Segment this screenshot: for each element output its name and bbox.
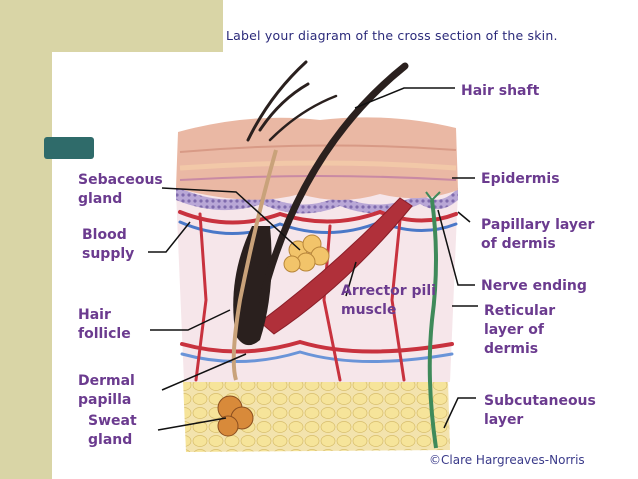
leader-arrector <box>345 261 357 297</box>
leader-nerve <box>437 209 475 286</box>
leader-subcutaneous <box>443 397 476 429</box>
label-hair-follicle: Hair follicle <box>78 307 131 342</box>
label-epidermis: Epidermis <box>481 171 560 187</box>
leader-lines <box>148 87 478 431</box>
teal-accent-tab <box>44 137 94 159</box>
arrector-pili-muscle <box>259 197 413 335</box>
hair-shafts <box>246 60 409 304</box>
nerve-fiber <box>427 199 438 449</box>
thin-hair <box>231 149 278 381</box>
leader-blood <box>148 221 191 253</box>
label-reticular-layer: Reticular layer of dermis <box>484 303 556 357</box>
label-dermal-papilla: Dermal papilla <box>78 373 135 408</box>
basal-layer <box>176 186 458 214</box>
label-sweat-gland: Sweat gland <box>88 413 137 448</box>
blood-vessels <box>178 209 458 382</box>
credit-text: ©Clare Hargreaves-Norris <box>429 453 585 467</box>
leader-sebaceous <box>161 187 301 251</box>
subcutaneous-fat <box>183 380 450 452</box>
label-nerve-ending: Nerve ending <box>481 278 587 294</box>
leader-papilla <box>161 353 247 391</box>
olive-top-band <box>0 0 223 52</box>
label-blood-supply: Blood supply <box>82 227 135 262</box>
label-papillary-layer: Papillary layer of dermis <box>481 217 595 252</box>
instruction-text: Label your diagram of the cross section … <box>226 28 558 43</box>
leader-hair-shaft <box>354 87 455 109</box>
leader-follicle <box>150 309 231 331</box>
label-sebaceous-gland: Sebaceous gland <box>78 172 163 207</box>
leader-sweat <box>157 417 227 431</box>
epidermis-layer <box>176 117 458 200</box>
sweat-gland-shape <box>217 395 254 437</box>
olive-side-band <box>0 0 52 479</box>
label-arrector-pili: Arrector pili muscle <box>341 283 436 318</box>
leader-papillary <box>457 211 471 223</box>
sebaceous-gland-shape <box>283 234 330 273</box>
label-hair-shaft: Hair shaft <box>461 83 540 99</box>
hair-follicle-shape <box>233 226 272 346</box>
label-subcutaneous-layer: Subcutaneous layer <box>484 393 596 428</box>
